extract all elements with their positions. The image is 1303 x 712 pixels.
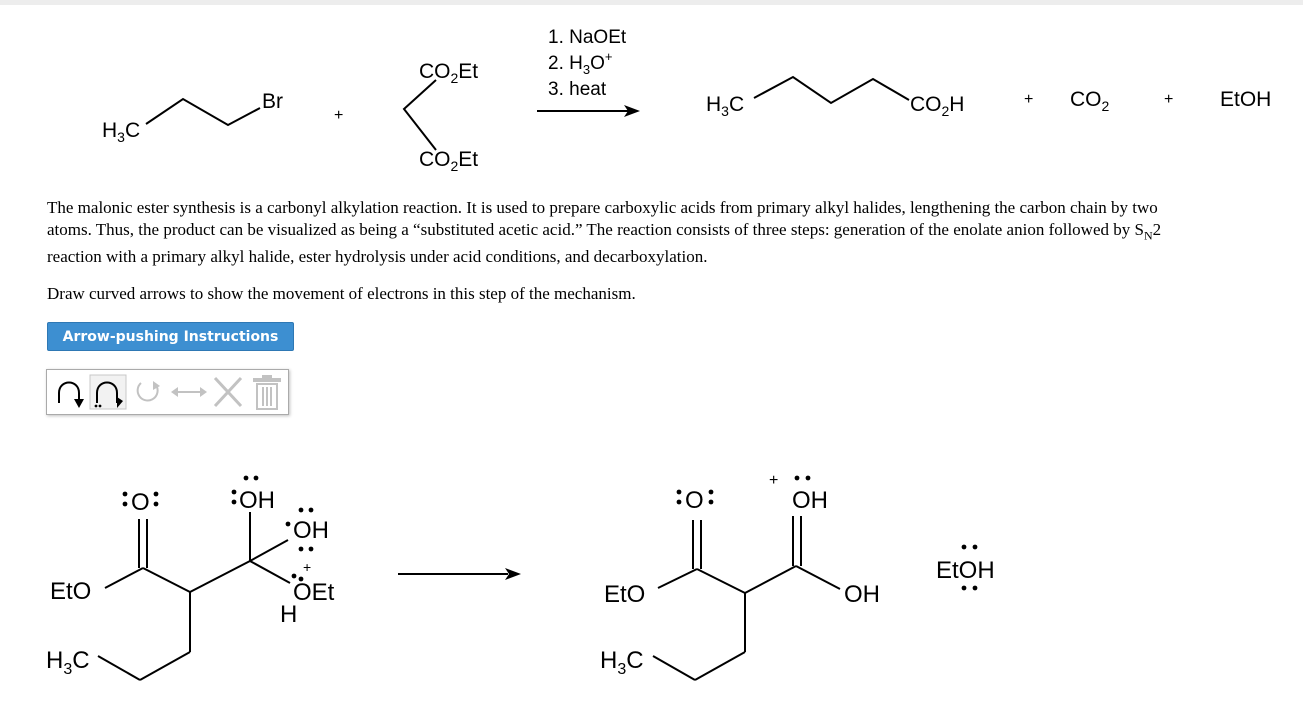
lone-pair-dot	[708, 489, 714, 495]
reaction-scheme: H3C Br + CO2Et CO2Et 1. NaOEt 2. H3O+ 3.…	[102, 27, 1271, 174]
lone-pair-dot	[961, 585, 967, 591]
description-subscript: N	[1143, 228, 1153, 243]
step-1-label: 1. NaOEt	[548, 27, 627, 48]
lone-pair-dot	[122, 491, 128, 497]
product-methyl-label: H3C	[706, 93, 744, 119]
left-hydroxyl-middle: OH	[293, 517, 329, 544]
lone-pair-dot	[676, 489, 682, 495]
co2-label: CO2	[1070, 88, 1110, 114]
lone-pair-dot	[291, 573, 297, 579]
lone-pair-dot	[794, 475, 800, 481]
description-line-1: The malonic ester synthesis is a carbony…	[47, 198, 1158, 217]
alkyl-methyl-label: H3C	[102, 119, 140, 145]
lone-pair-dot	[298, 507, 304, 513]
double-arrow-icon[interactable]	[167, 373, 211, 411]
left-hydroxyl-top: OH	[239, 487, 275, 514]
plus-sign: +	[334, 107, 343, 124]
right-methyl: H3C	[600, 647, 644, 678]
close-icon[interactable]	[211, 373, 245, 411]
lone-pair-dot	[298, 546, 304, 552]
left-ester-oxygen: EtO	[50, 578, 91, 605]
right-carbonyl-oxygen: O	[685, 487, 704, 514]
bromine-label: Br	[262, 90, 283, 113]
arrow-pushing-instructions-button[interactable]: Arrow-pushing Instructions	[47, 322, 294, 351]
malonate-upper-ester: CO2Et	[419, 60, 478, 86]
step-2-label: 2. H3O+	[548, 49, 612, 77]
lone-pair-dot	[253, 475, 259, 481]
lone-pair-dot	[972, 585, 978, 591]
lone-pair-dot	[676, 499, 682, 505]
half-curved-arrow-icon[interactable]	[89, 373, 127, 411]
ethanol-label: EtOH	[1220, 88, 1271, 111]
malonate-lower-ester: CO2Et	[419, 148, 478, 174]
product-chain	[753, 75, 910, 105]
lone-pair-dot	[708, 499, 714, 505]
lone-pair-dot	[972, 544, 978, 550]
mechanism-scheme[interactable]: O OH OH OEt + H EtO H3C	[0, 440, 1303, 712]
right-hydroxyl: OH	[844, 581, 880, 608]
lone-pair-dot	[153, 491, 159, 497]
prompt-text: Draw curved arrows to show the movement …	[47, 284, 636, 303]
lone-pair-dot	[805, 475, 811, 481]
lone-pair-dot	[153, 501, 159, 507]
description-line-2: atoms. Thus, the product can be visualiz…	[47, 220, 1144, 239]
lone-pair-dot	[961, 544, 967, 550]
mechanism-arrow	[398, 568, 521, 580]
ethanol-molecule[interactable]: EtOH	[936, 544, 995, 591]
lone-pair-dot	[243, 475, 249, 481]
alkyl-chain	[145, 97, 261, 127]
arrow-toolbar	[46, 369, 289, 415]
curved-arrow-icon[interactable]	[53, 373, 87, 411]
cycle-icon[interactable]	[129, 373, 167, 411]
left-hydrogen: H	[280, 601, 297, 628]
left-bonds	[97, 512, 291, 681]
description-paragraph: The malonic ester synthesis is a carbony…	[47, 197, 1282, 268]
left-ethoxy-oxonium: OEt	[293, 579, 335, 606]
right-ester-oxygen: EtO	[604, 581, 645, 608]
step-3-label: 3. heat	[548, 79, 607, 100]
left-carbonyl-oxygen: O	[131, 489, 150, 516]
right-bonds	[652, 516, 841, 681]
lone-pair-dot	[231, 489, 237, 495]
left-structure[interactable]: O OH OH OEt + H EtO H3C	[46, 475, 335, 681]
left-methyl: H3C	[46, 647, 90, 678]
lone-pair-dot	[231, 499, 237, 505]
lone-pair-dot	[122, 501, 128, 507]
malonate-bonds	[402, 79, 437, 151]
trash-icon[interactable]	[251, 373, 283, 411]
lone-pair-dot	[308, 546, 314, 552]
ethanol-mechanism-label: EtOH	[936, 557, 995, 584]
right-oxonium-charge: +	[769, 472, 778, 489]
description-line-2-end: 2	[1152, 220, 1162, 239]
product-acid-label: CO2H	[910, 93, 964, 119]
lone-pair-dot	[298, 576, 304, 582]
lone-pair-dot	[308, 507, 314, 513]
plus-sign-2: +	[1024, 91, 1033, 108]
right-structure[interactable]: O OH + EtO OH H3C	[600, 472, 880, 681]
description-line-3: reaction with a primary alkyl halide, es…	[47, 247, 708, 267]
left-oxonium-charge: +	[303, 559, 311, 575]
plus-sign-3: +	[1164, 91, 1173, 108]
reaction-arrow-head	[624, 105, 640, 117]
right-protonated-hydroxyl: OH	[792, 487, 828, 514]
lone-pair-dot	[285, 521, 291, 527]
top-bar	[0, 0, 1303, 5]
